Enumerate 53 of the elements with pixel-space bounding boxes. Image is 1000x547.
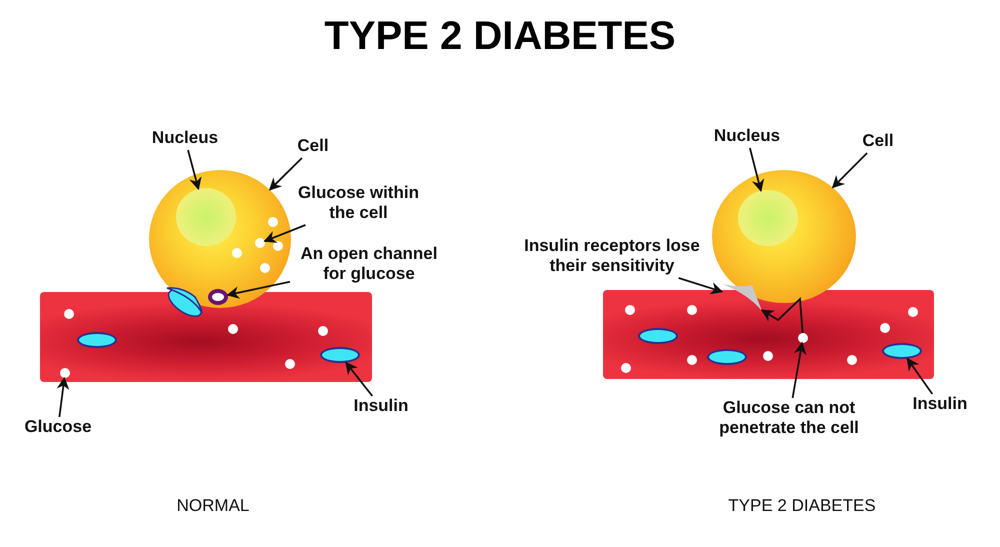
part-label: Glucose within the cell xyxy=(286,183,431,225)
panel-caption: TYPE 2 DIABETES xyxy=(727,496,877,516)
part-label: Cell xyxy=(290,136,336,158)
insulin-molecule xyxy=(707,349,747,365)
glucose-dot xyxy=(687,355,697,365)
leader-line xyxy=(906,358,934,395)
insulin-receptor xyxy=(722,284,762,312)
glucose-dot xyxy=(285,359,295,369)
glucose-dot xyxy=(268,217,278,227)
panel-caption: NORMAL xyxy=(176,496,250,516)
insulin-molecule xyxy=(638,328,678,344)
part-label: Insulin receptors lose their sensitivity xyxy=(505,236,719,278)
part-label: Insulin xyxy=(905,394,975,416)
glucose-dot xyxy=(908,307,918,317)
leader-line xyxy=(345,362,373,397)
glucose-dot xyxy=(228,324,238,334)
part-label: Glucose can not penetrate the cell xyxy=(700,398,878,440)
glucose-dot xyxy=(318,326,328,336)
leader-line xyxy=(832,152,868,188)
insulin-molecule xyxy=(882,343,922,359)
glucose-dot xyxy=(255,238,265,248)
part-label: Nucleus xyxy=(702,126,792,148)
insulin-molecule xyxy=(77,332,117,348)
glucose-dot xyxy=(232,248,242,258)
glucose-dot xyxy=(625,305,635,315)
glucose-dot xyxy=(60,368,70,378)
leader-line xyxy=(268,157,303,191)
glucose-dot xyxy=(880,323,890,333)
glucose-dot xyxy=(798,333,808,343)
part-label: Glucose xyxy=(15,417,101,439)
part-label: Nucleus xyxy=(140,128,230,150)
glucose-dot xyxy=(621,363,631,373)
glucose-dot xyxy=(847,355,857,365)
leader-line xyxy=(678,277,724,294)
part-label: Insulin xyxy=(346,396,416,418)
leader-line xyxy=(792,342,806,398)
glucose-dot xyxy=(273,241,283,251)
glucose-dot xyxy=(260,263,270,273)
insulin-molecule xyxy=(320,347,360,363)
glucose-dot xyxy=(687,305,697,315)
leader-line xyxy=(187,150,202,190)
leader-line xyxy=(56,376,70,418)
leader-line xyxy=(760,297,804,334)
title: TYPE 2 DIABETES xyxy=(323,14,677,59)
blood-vessel xyxy=(603,290,934,379)
part-label: An open channel for glucose xyxy=(290,244,448,286)
glucose-channel xyxy=(208,289,228,305)
leader-line xyxy=(749,148,764,192)
leader-line xyxy=(226,280,290,299)
glucose-dot xyxy=(64,309,74,319)
glucose-dot xyxy=(763,351,773,361)
blood-vessel xyxy=(40,292,372,382)
part-label: Cell xyxy=(855,131,901,153)
